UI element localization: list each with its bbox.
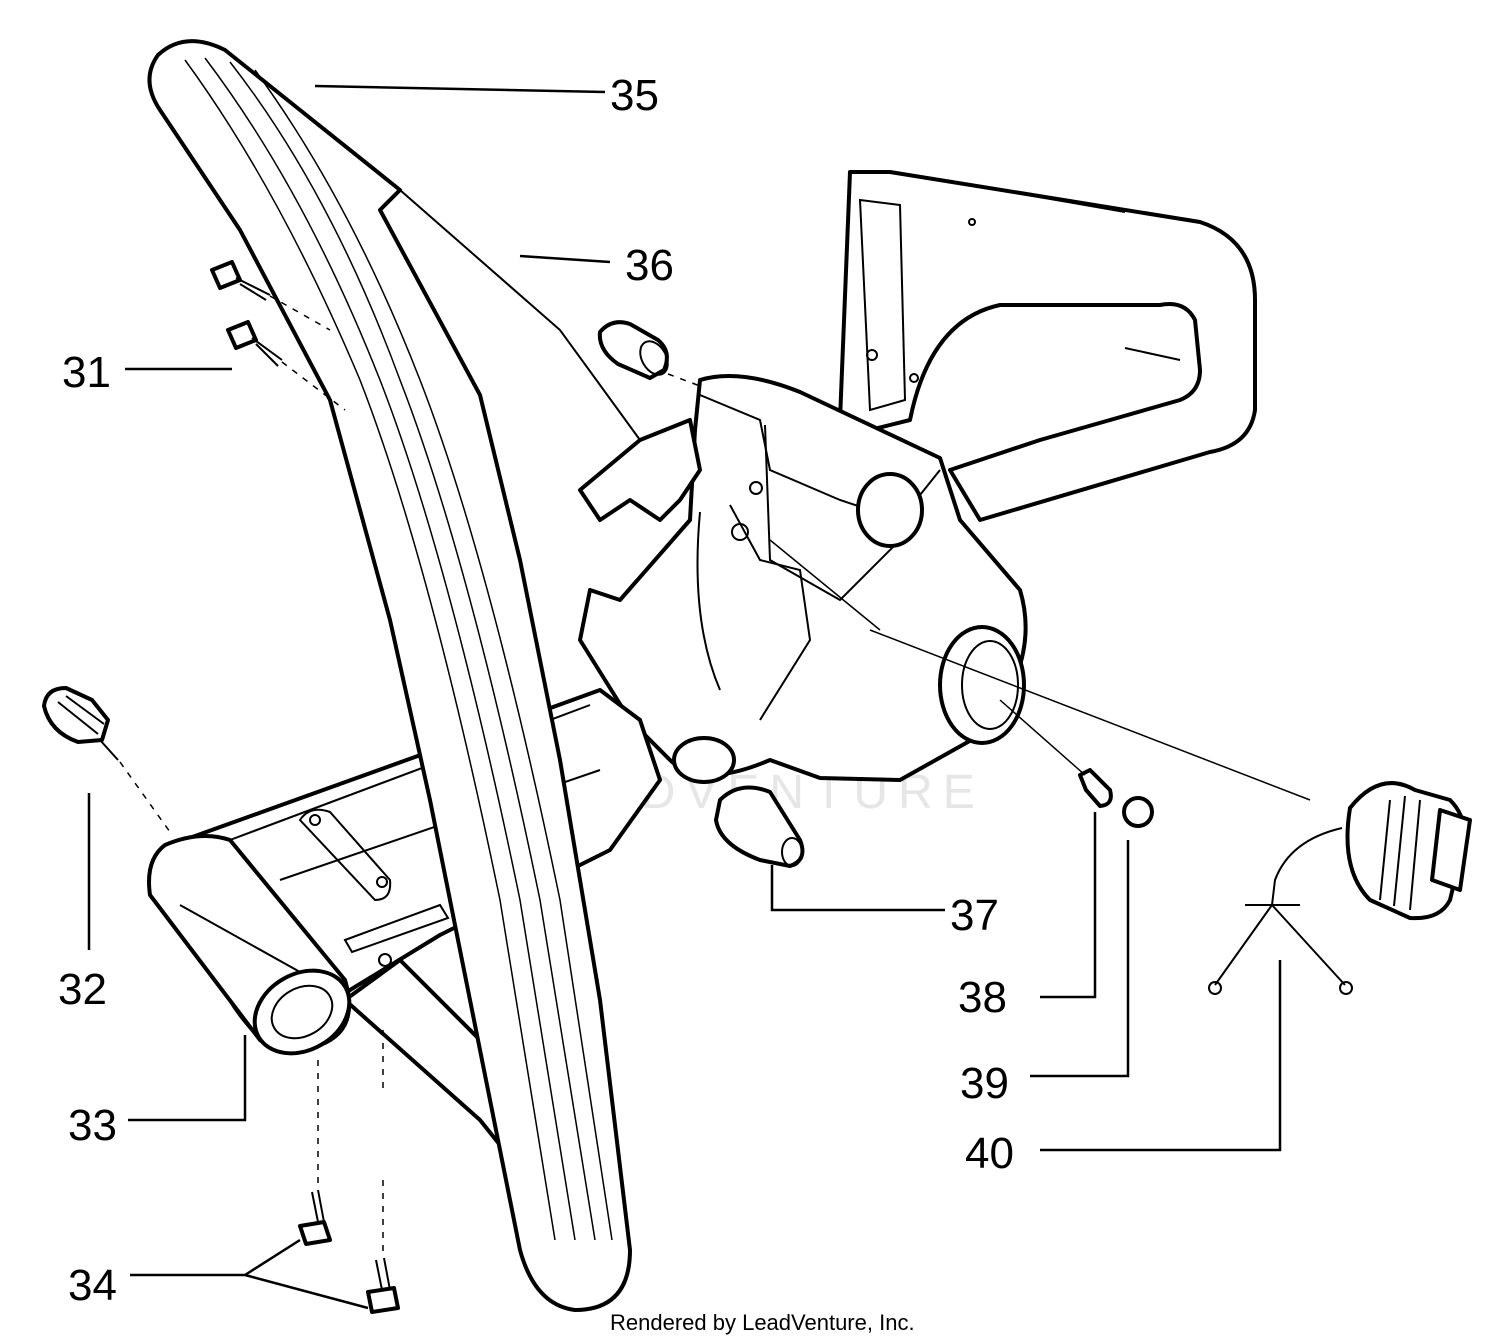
pivot-tube — [147, 834, 352, 1056]
damper-32 — [42, 686, 119, 761]
screw-31-guide-upper — [269, 295, 331, 331]
internal-guide — [769, 539, 881, 631]
filter-39 — [1122, 796, 1154, 828]
screw-31-guide — [281, 361, 346, 411]
leader-40 — [1040, 960, 1282, 1152]
leader-34 — [130, 1238, 369, 1310]
main-housing — [578, 374, 1028, 784]
bumper-37 — [714, 785, 805, 868]
leader-37 — [770, 865, 945, 912]
leader-36 — [519, 254, 611, 264]
rear-handle — [838, 170, 1257, 522]
plug-38 — [1078, 768, 1113, 808]
screw-31-lower — [226, 320, 283, 367]
callout-35: 35 — [610, 71, 659, 120]
bushing-36 — [597, 320, 669, 380]
callout-32: 32 — [58, 965, 107, 1014]
screw-34-left — [298, 1189, 332, 1246]
callout-39: 39 — [960, 1059, 1009, 1108]
callout-31: 31 — [62, 348, 111, 397]
damper-32-guide — [119, 761, 171, 833]
callout-33: 33 — [68, 1101, 117, 1150]
screw-34-right — [366, 1257, 400, 1314]
footer-credit: Rendered by LeadVenture, Inc. — [610, 1310, 915, 1335]
plug-38-guide — [999, 699, 1086, 776]
callout-34: 34 — [68, 1261, 117, 1310]
front-handle-bar — [147, 39, 651, 1312]
leader-39 — [1030, 840, 1130, 1078]
leader-35 — [314, 84, 606, 94]
handle-bracket — [578, 418, 702, 522]
leader-33 — [128, 1035, 247, 1122]
callout-labels: 35 36 31 32 33 34 37 38 39 40 — [58, 71, 1014, 1310]
callout-40: 40 — [965, 1129, 1014, 1178]
callout-36: 36 — [625, 241, 674, 290]
callout-38: 38 — [958, 973, 1007, 1022]
callout-37: 37 — [950, 891, 999, 940]
bushing-36-guide — [667, 373, 701, 387]
fuel-cap-40-guide — [869, 629, 1311, 801]
fuel-cap-40 — [1208, 781, 1472, 995]
screw-31-upper — [210, 260, 271, 301]
leader-38 — [1040, 812, 1097, 999]
leader-lines — [87, 84, 1282, 1310]
